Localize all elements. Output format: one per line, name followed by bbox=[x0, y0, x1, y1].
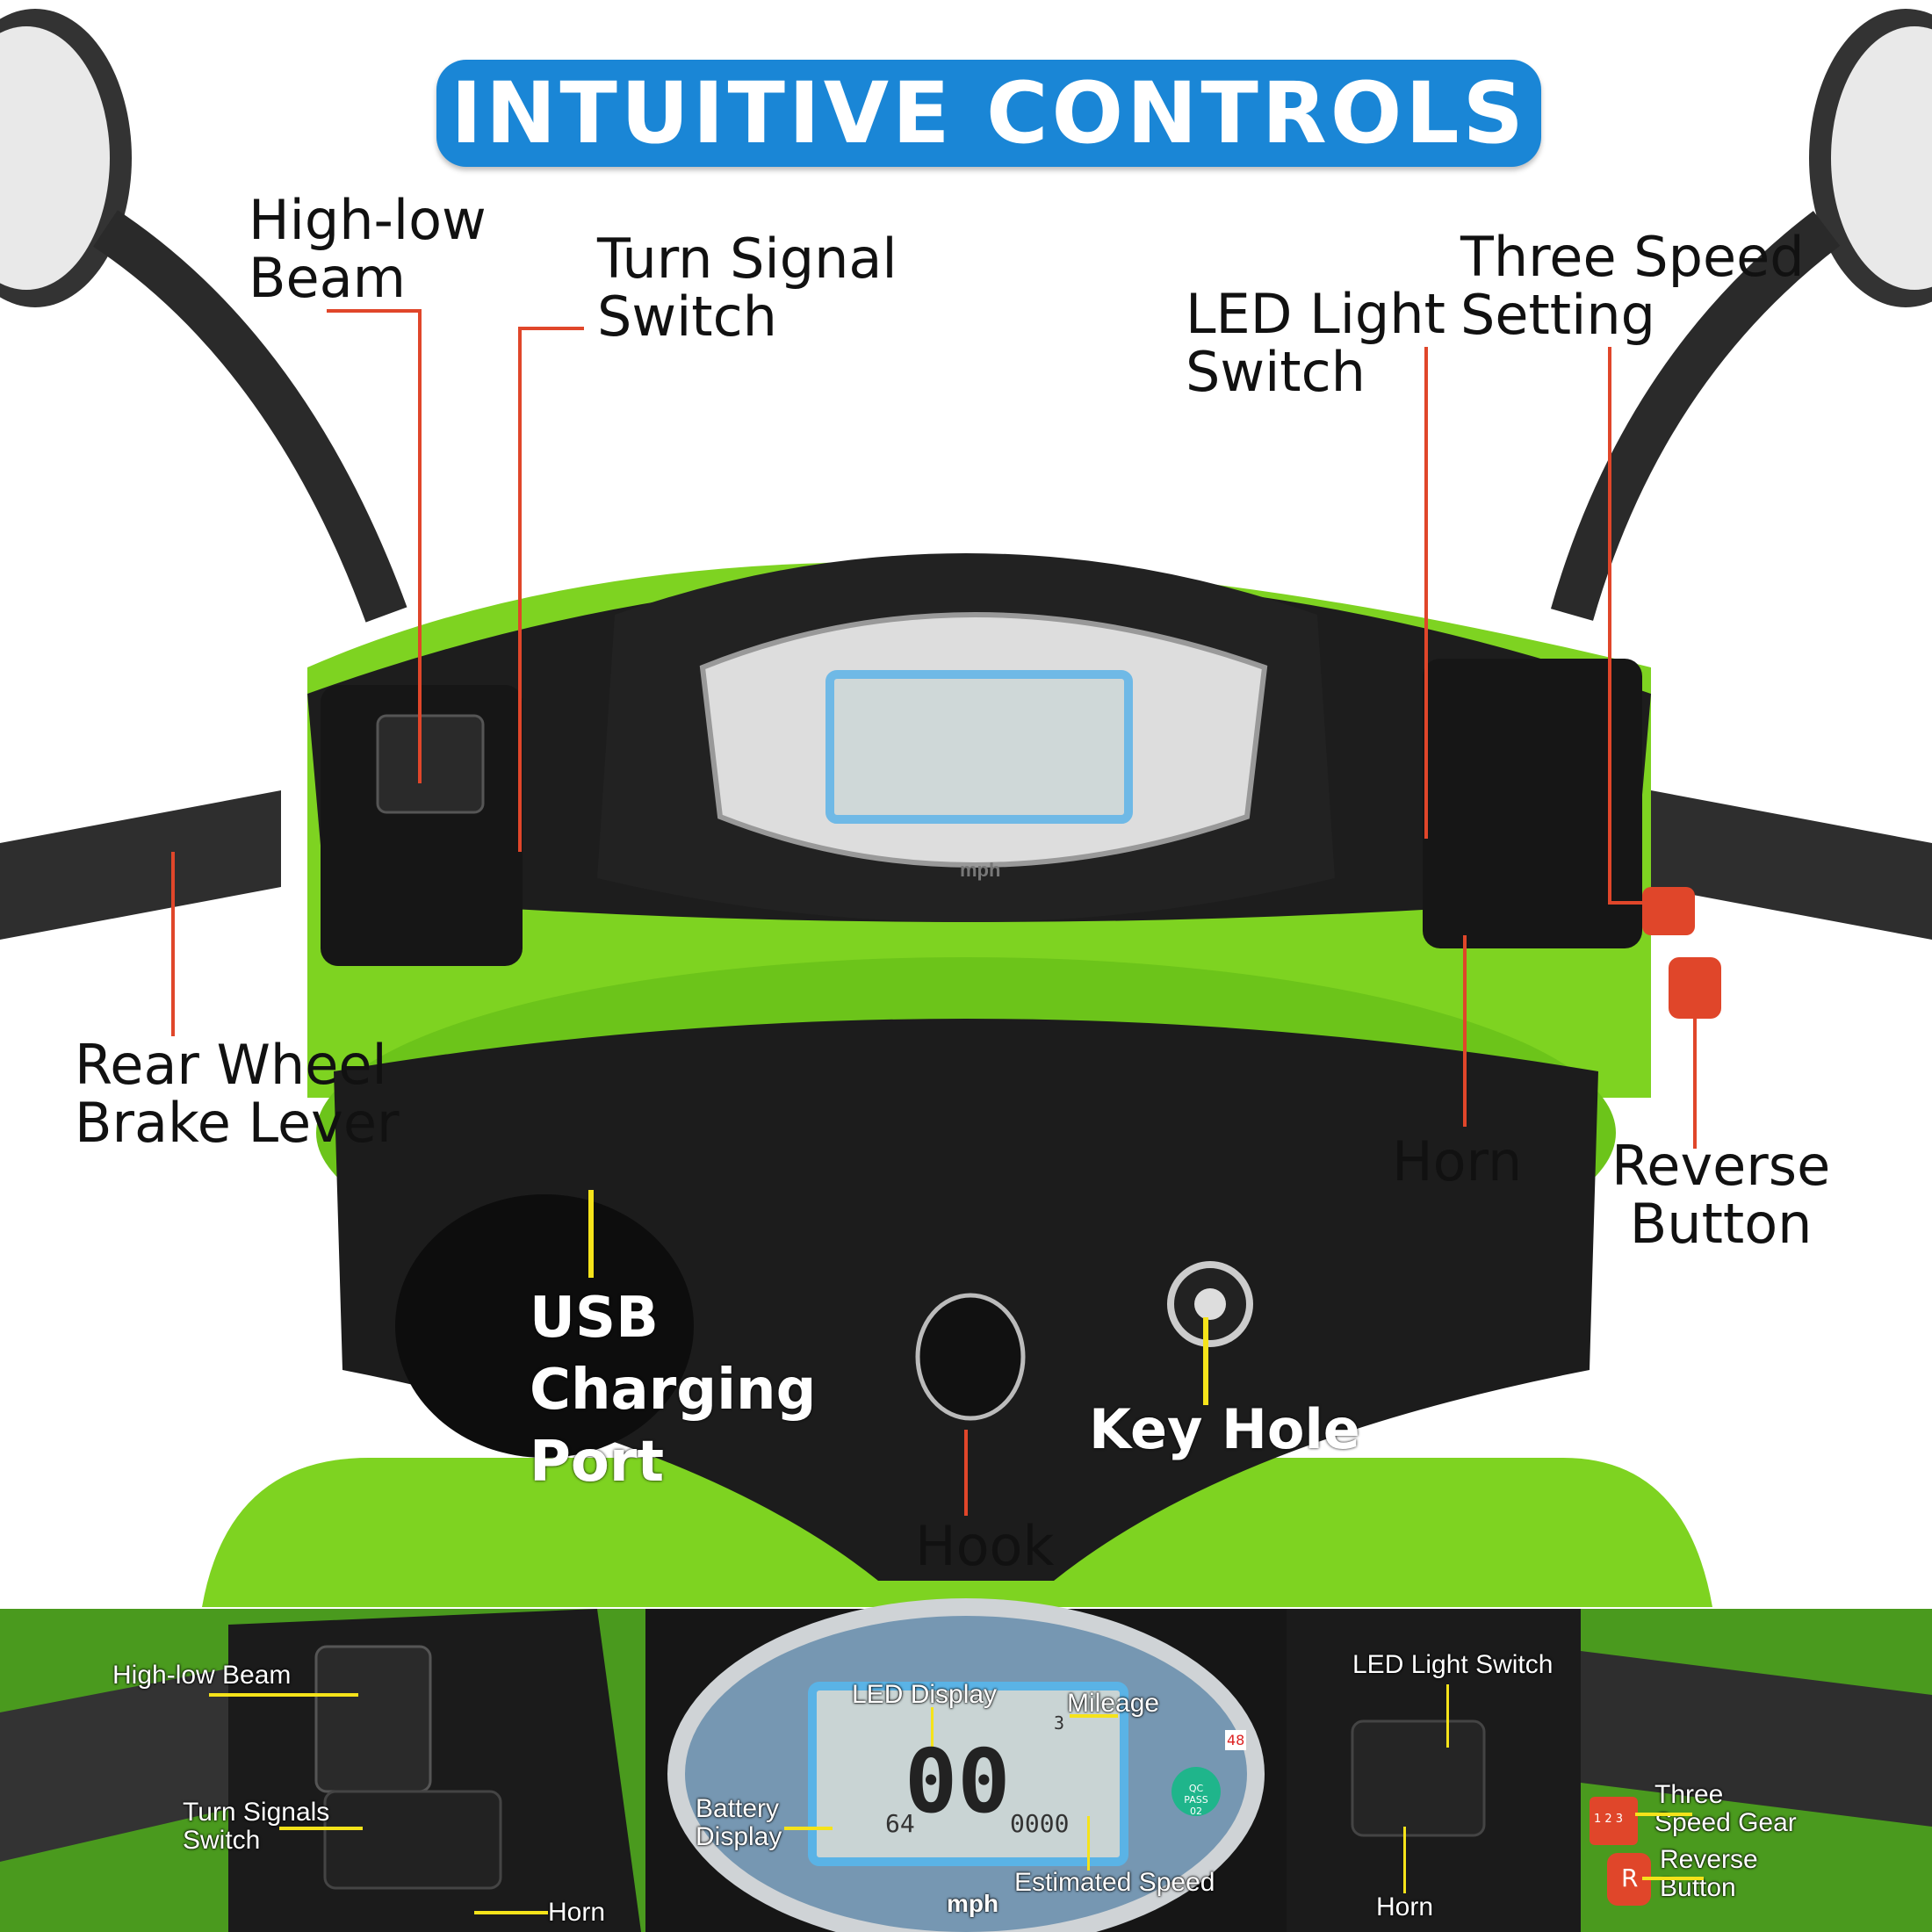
pointer-line bbox=[1608, 901, 1669, 905]
pointer-line bbox=[1424, 347, 1428, 839]
pointer-line bbox=[964, 1430, 968, 1516]
pointer-line bbox=[1463, 935, 1467, 1127]
gear-button: 1 2 3 bbox=[1594, 1813, 1624, 1826]
pointer-line bbox=[209, 1693, 358, 1697]
pointer-line bbox=[1608, 347, 1611, 905]
pointer-line bbox=[1203, 1317, 1208, 1405]
pointer-line bbox=[931, 1707, 934, 1749]
pointer-line bbox=[279, 1827, 363, 1830]
pointer-line bbox=[1070, 1714, 1118, 1718]
detail-meter-unit: mph bbox=[947, 1890, 999, 1917]
pointer-line bbox=[171, 852, 175, 1036]
detail-battery-display: Battery Display bbox=[696, 1794, 782, 1851]
detail-led-display: LED Display bbox=[852, 1680, 998, 1709]
label-three-speed-setting: Three Speed Setting bbox=[1460, 225, 1805, 347]
pointer-line bbox=[1635, 1813, 1692, 1816]
pointer-line bbox=[1087, 1816, 1090, 1871]
meter-unit: mph bbox=[960, 859, 1001, 881]
label-led-light-switch: LED Light Switch bbox=[1186, 282, 1445, 404]
speed-readout: 00 bbox=[905, 1730, 1011, 1833]
label-high-low-beam: High-low Beam bbox=[249, 188, 487, 310]
pointer-line bbox=[1403, 1827, 1406, 1893]
detail-horn-right: Horn bbox=[1376, 1892, 1434, 1921]
detail-reverse-button: Reverse Button bbox=[1660, 1845, 1758, 1902]
label-key-hole: Key Hole bbox=[1089, 1397, 1360, 1461]
detail-estimated-speed: Estimated Speed bbox=[1014, 1868, 1215, 1897]
pointer-line bbox=[784, 1827, 833, 1830]
detail-three-speed-gear: Three Speed Gear bbox=[1654, 1780, 1797, 1837]
pointer-line bbox=[1642, 1877, 1704, 1880]
detail-led-light-switch: LED Light Switch bbox=[1352, 1650, 1554, 1679]
title-banner: INTUITIVE CONTROLS bbox=[436, 60, 1541, 167]
pointer-line bbox=[1693, 966, 1697, 1149]
pointer-line bbox=[518, 327, 584, 330]
battery-readout: 64 bbox=[885, 1809, 915, 1838]
detail-high-low-beam: High-low Beam bbox=[112, 1661, 292, 1690]
page-title: INTUITIVE CONTROLS bbox=[451, 64, 1527, 162]
label-hook: Hook bbox=[915, 1514, 1055, 1578]
label-rear-wheel-brake-lever: Rear Wheel Brake Lever bbox=[75, 1033, 400, 1155]
pointer-line bbox=[418, 309, 422, 783]
pointer-line bbox=[588, 1190, 594, 1278]
gear-readout: 3 bbox=[1054, 1712, 1065, 1734]
detail-horn-left: Horn bbox=[548, 1898, 606, 1927]
label-turn-signal-switch: Turn Signal Switch bbox=[597, 227, 898, 349]
label-usb-charging-port: USB Charging Port bbox=[530, 1286, 817, 1495]
pointer-line bbox=[327, 309, 422, 313]
detail-turn-signals-switch: Turn Signals Switch bbox=[183, 1798, 330, 1855]
detail-mileage: Mileage bbox=[1067, 1689, 1160, 1718]
label-horn: Horn bbox=[1392, 1129, 1523, 1193]
mileage-readout: 0000 bbox=[1010, 1809, 1070, 1838]
pointer-line bbox=[474, 1911, 548, 1914]
pointer-line bbox=[518, 327, 522, 852]
pointer-line bbox=[1446, 1684, 1449, 1748]
qc-pass-badge: QC PASS 02 bbox=[1184, 1783, 1208, 1817]
voltage-tag: 48 bbox=[1225, 1730, 1247, 1750]
reverse-button-icon: R bbox=[1621, 1864, 1639, 1892]
label-reverse-button: Reverse Button bbox=[1611, 1134, 1831, 1256]
